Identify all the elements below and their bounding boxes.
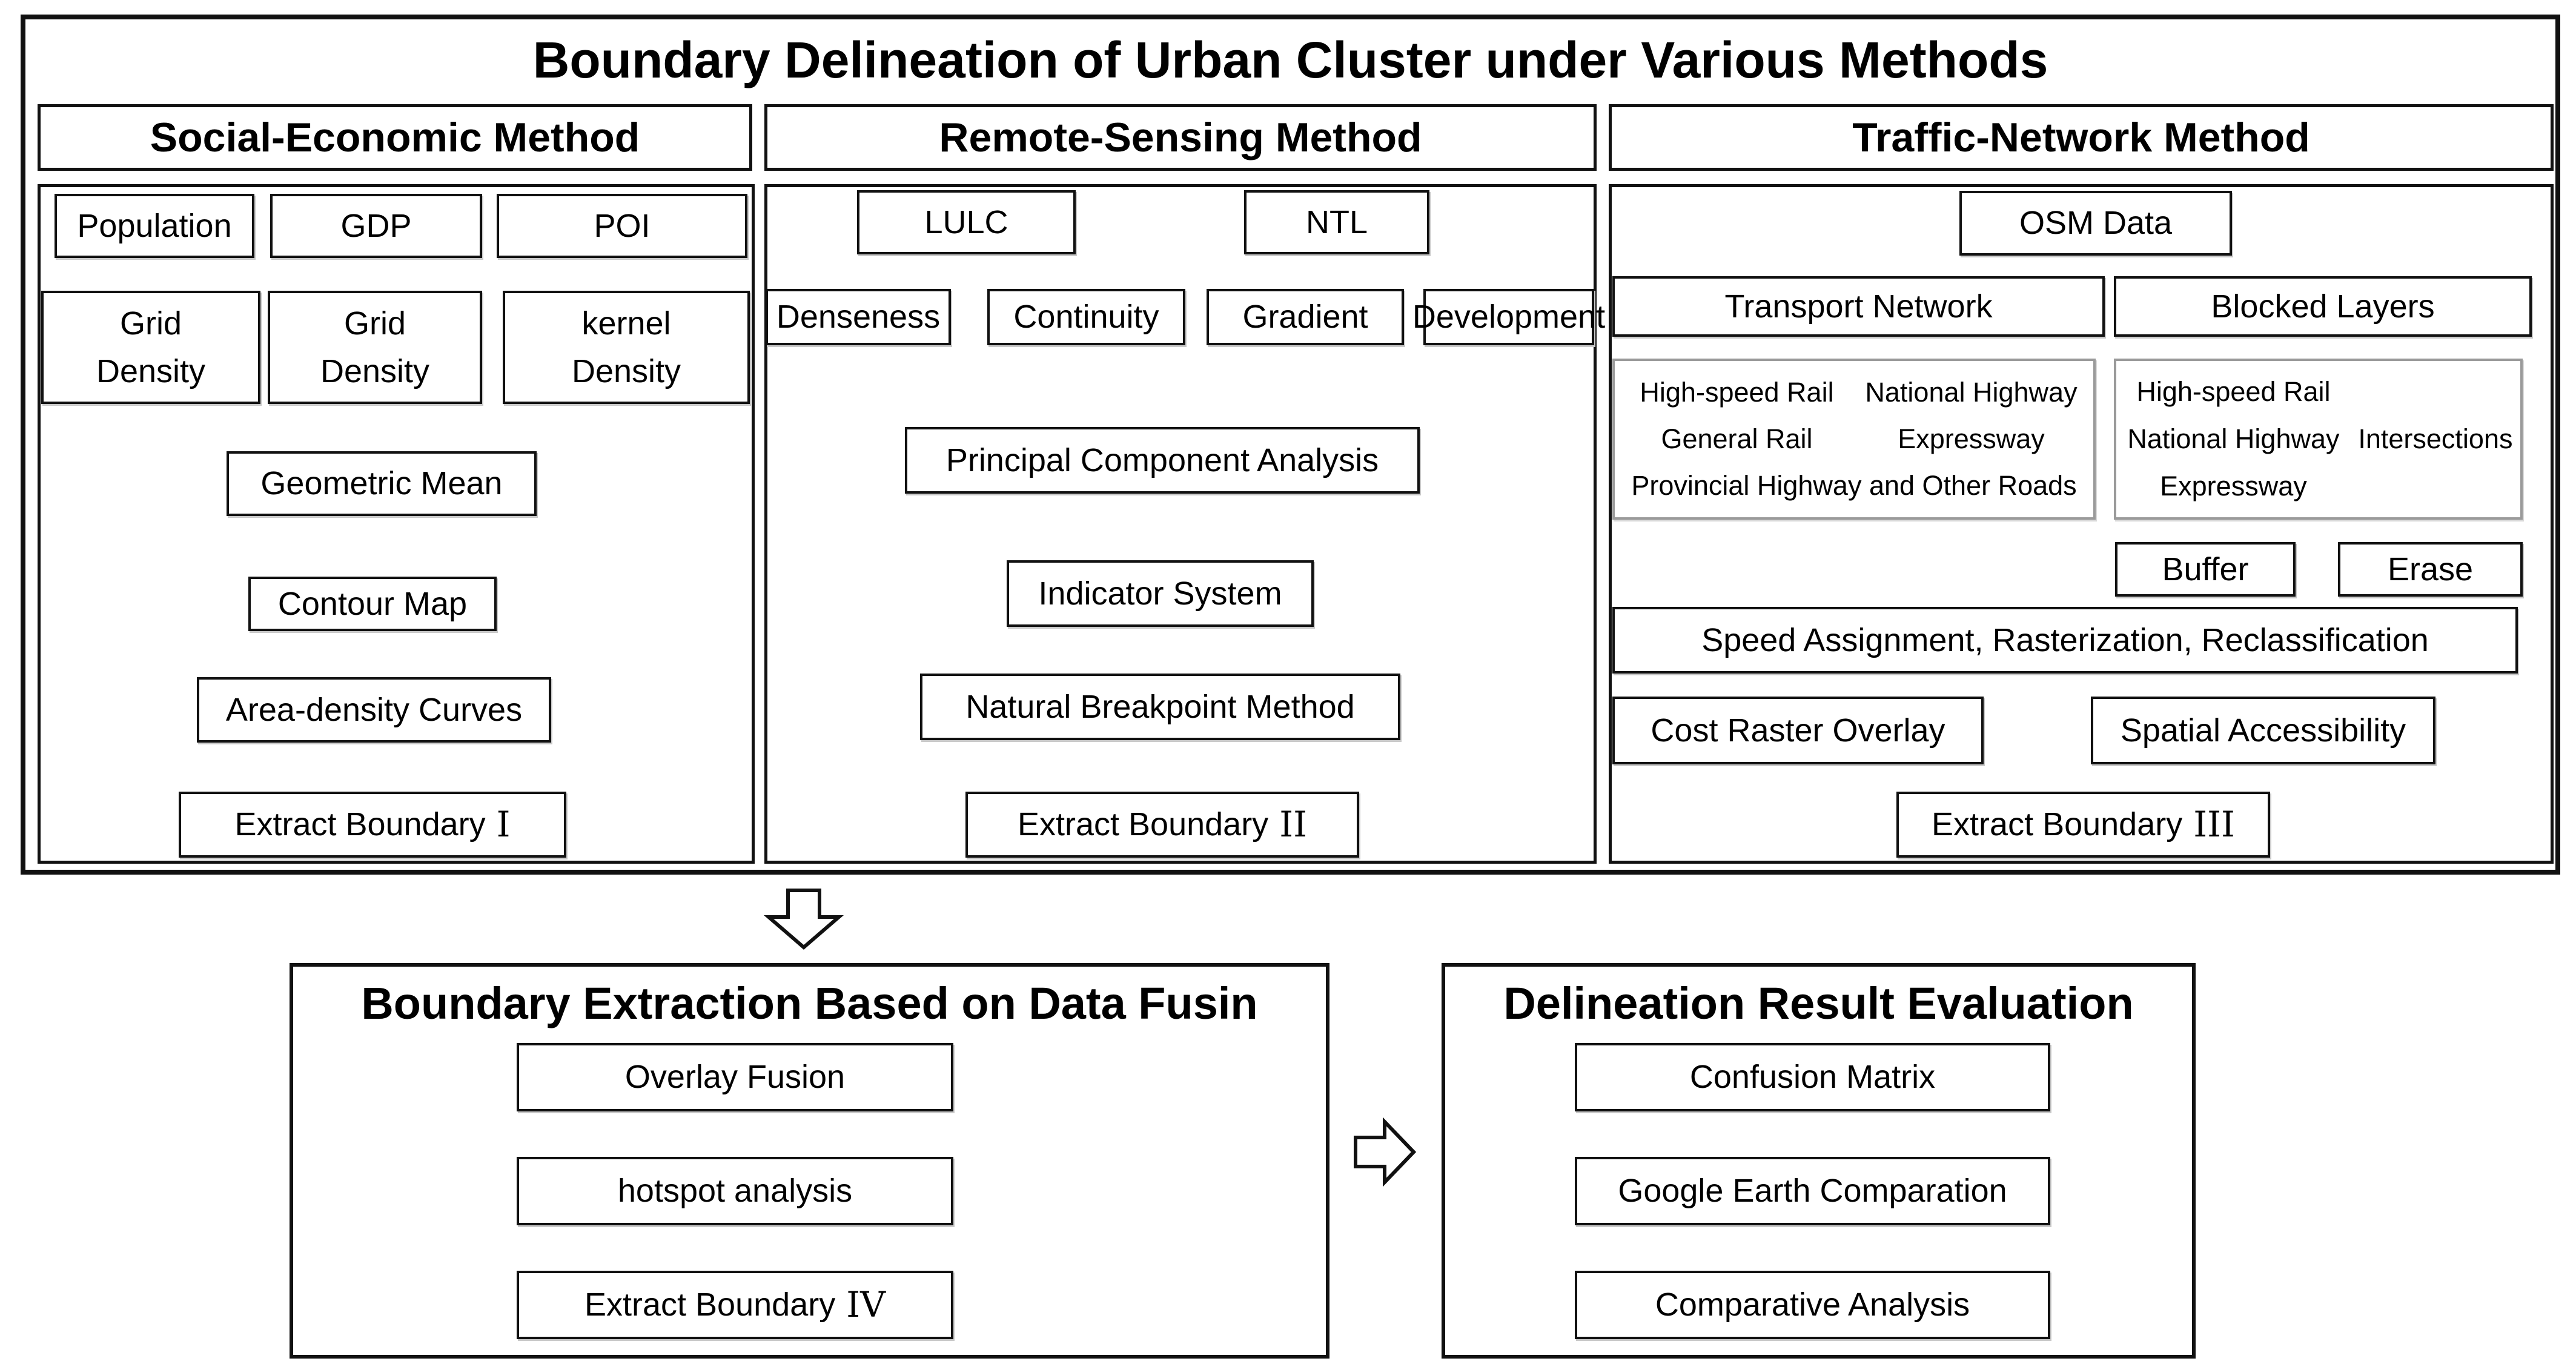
column-social-economic [38,184,755,864]
right-arrow-icon [1354,1117,1417,1187]
transport-list-row-3: Provincial Highway and Other Roads [1620,470,2088,502]
blocked-list-stack: High-speed Rail National Highway Express… [2116,376,2351,502]
node-extract-boundary-2: Extract Boundary II [965,792,1359,858]
transport-list-item-high-speed-rail: High-speed Rail [1640,377,1834,408]
node-principal-component-analysis: Principal Component Analysis [905,427,1420,494]
node-natural-breakpoint-method: Natural Breakpoint Method [920,674,1400,740]
node-indicator-system: Indicator System [1007,560,1314,627]
node-osm-data: OSM Data [1959,191,2232,256]
node-area-density-curves: Area-density Curves [197,677,551,743]
extract-boundary-1-numeral: I [496,804,511,846]
blocked-list-item-high-speed-rail: High-speed Rail [2136,376,2331,407]
transport-list-row-2: General Rail Expressway [1620,423,2088,455]
node-speed-assignment: Speed Assignment, Rasterization, Reclass… [1612,607,2518,674]
transport-network-list: High-speed Rail National Highway General… [1612,359,2096,520]
node-blocked-layers: Blocked Layers [2114,276,2532,337]
node-overlay-fusion: Overlay Fusion [517,1043,953,1111]
transport-list-item-expressway: Expressway [1898,423,2045,454]
node-erase: Erase [2338,542,2523,597]
node-extract-boundary-3: Extract Boundary III [1896,792,2270,858]
blocked-list-item-expressway: Expressway [2160,471,2307,502]
node-kernel-density: kernel Density [503,291,750,404]
node-hotspot-analysis: hotspot analysis [517,1157,953,1225]
blocked-list-item-national-highway: National Highway [2127,423,2340,454]
transport-list-item-national-highway: National Highway [1865,377,2078,408]
node-ntl: NTL [1244,190,1429,254]
node-grid-density-1: Grid Density [41,291,260,404]
node-lulc: LULC [857,190,1076,254]
transport-list-item-provincial-highway: Provincial Highway and Other Roads [1631,469,2077,501]
node-geometric-mean: Geometric Mean [227,451,537,516]
blocked-layers-list: High-speed Rail National Highway Express… [2114,359,2523,520]
node-denseness: Denseness [766,289,951,345]
header-traffic-network: Traffic-Network Method [1609,104,2554,171]
evaluation-section-title: Delineation Result Evaluation [1503,978,2134,1028]
header-social-economic: Social-Economic Method [38,104,752,171]
node-contour-map: Contour Map [248,577,497,631]
extract-boundary-4-label: Extract Boundary [584,1286,836,1323]
transport-list-item-general-rail: General Rail [1661,423,1813,454]
node-gradient: Gradient [1207,289,1404,345]
node-extract-boundary-1: Extract Boundary I [179,792,566,858]
node-confusion-matrix: Confusion Matrix [1575,1043,2050,1111]
column-remote-sensing [764,184,1597,864]
fusion-section-title: Boundary Extraction Based on Data Fusin [361,978,1258,1028]
node-grid-density-2: Grid Density [268,291,482,404]
extract-boundary-4-numeral: IV [846,1284,886,1326]
node-comparative-analysis: Comparative Analysis [1575,1271,2050,1339]
node-buffer: Buffer [2115,542,2296,597]
header-remote-sensing: Remote-Sensing Method [764,104,1597,171]
node-cost-raster-overlay: Cost Raster Overlay [1612,697,1984,764]
node-poi: POI [497,194,747,258]
transport-list-row-1: High-speed Rail National Highway [1620,377,2088,408]
node-gdp: GDP [270,194,482,258]
blocked-list-item-intersections: Intersections [2358,423,2513,454]
extract-boundary-3-numeral: III [2193,804,2235,846]
extract-boundary-1-label: Extract Boundary [234,806,486,843]
node-continuity: Continuity [987,289,1185,345]
main-title: Boundary Delineation of Urban Cluster un… [532,31,2048,88]
node-spatial-accessibility: Spatial Accessibility [2091,697,2435,764]
node-population: Population [55,194,254,258]
extract-boundary-2-label: Extract Boundary [1017,806,1269,843]
extract-boundary-2-numeral: II [1279,804,1308,846]
extract-boundary-3-label: Extract Boundary [1932,806,2183,843]
node-development: Development [1412,289,1605,345]
down-arrow-icon [763,889,844,950]
node-transport-network: Transport Network [1612,276,2105,337]
node-google-earth-comparation: Google Earth Comparation [1575,1157,2050,1225]
node-extract-boundary-4: Extract Boundary IV [517,1271,953,1339]
